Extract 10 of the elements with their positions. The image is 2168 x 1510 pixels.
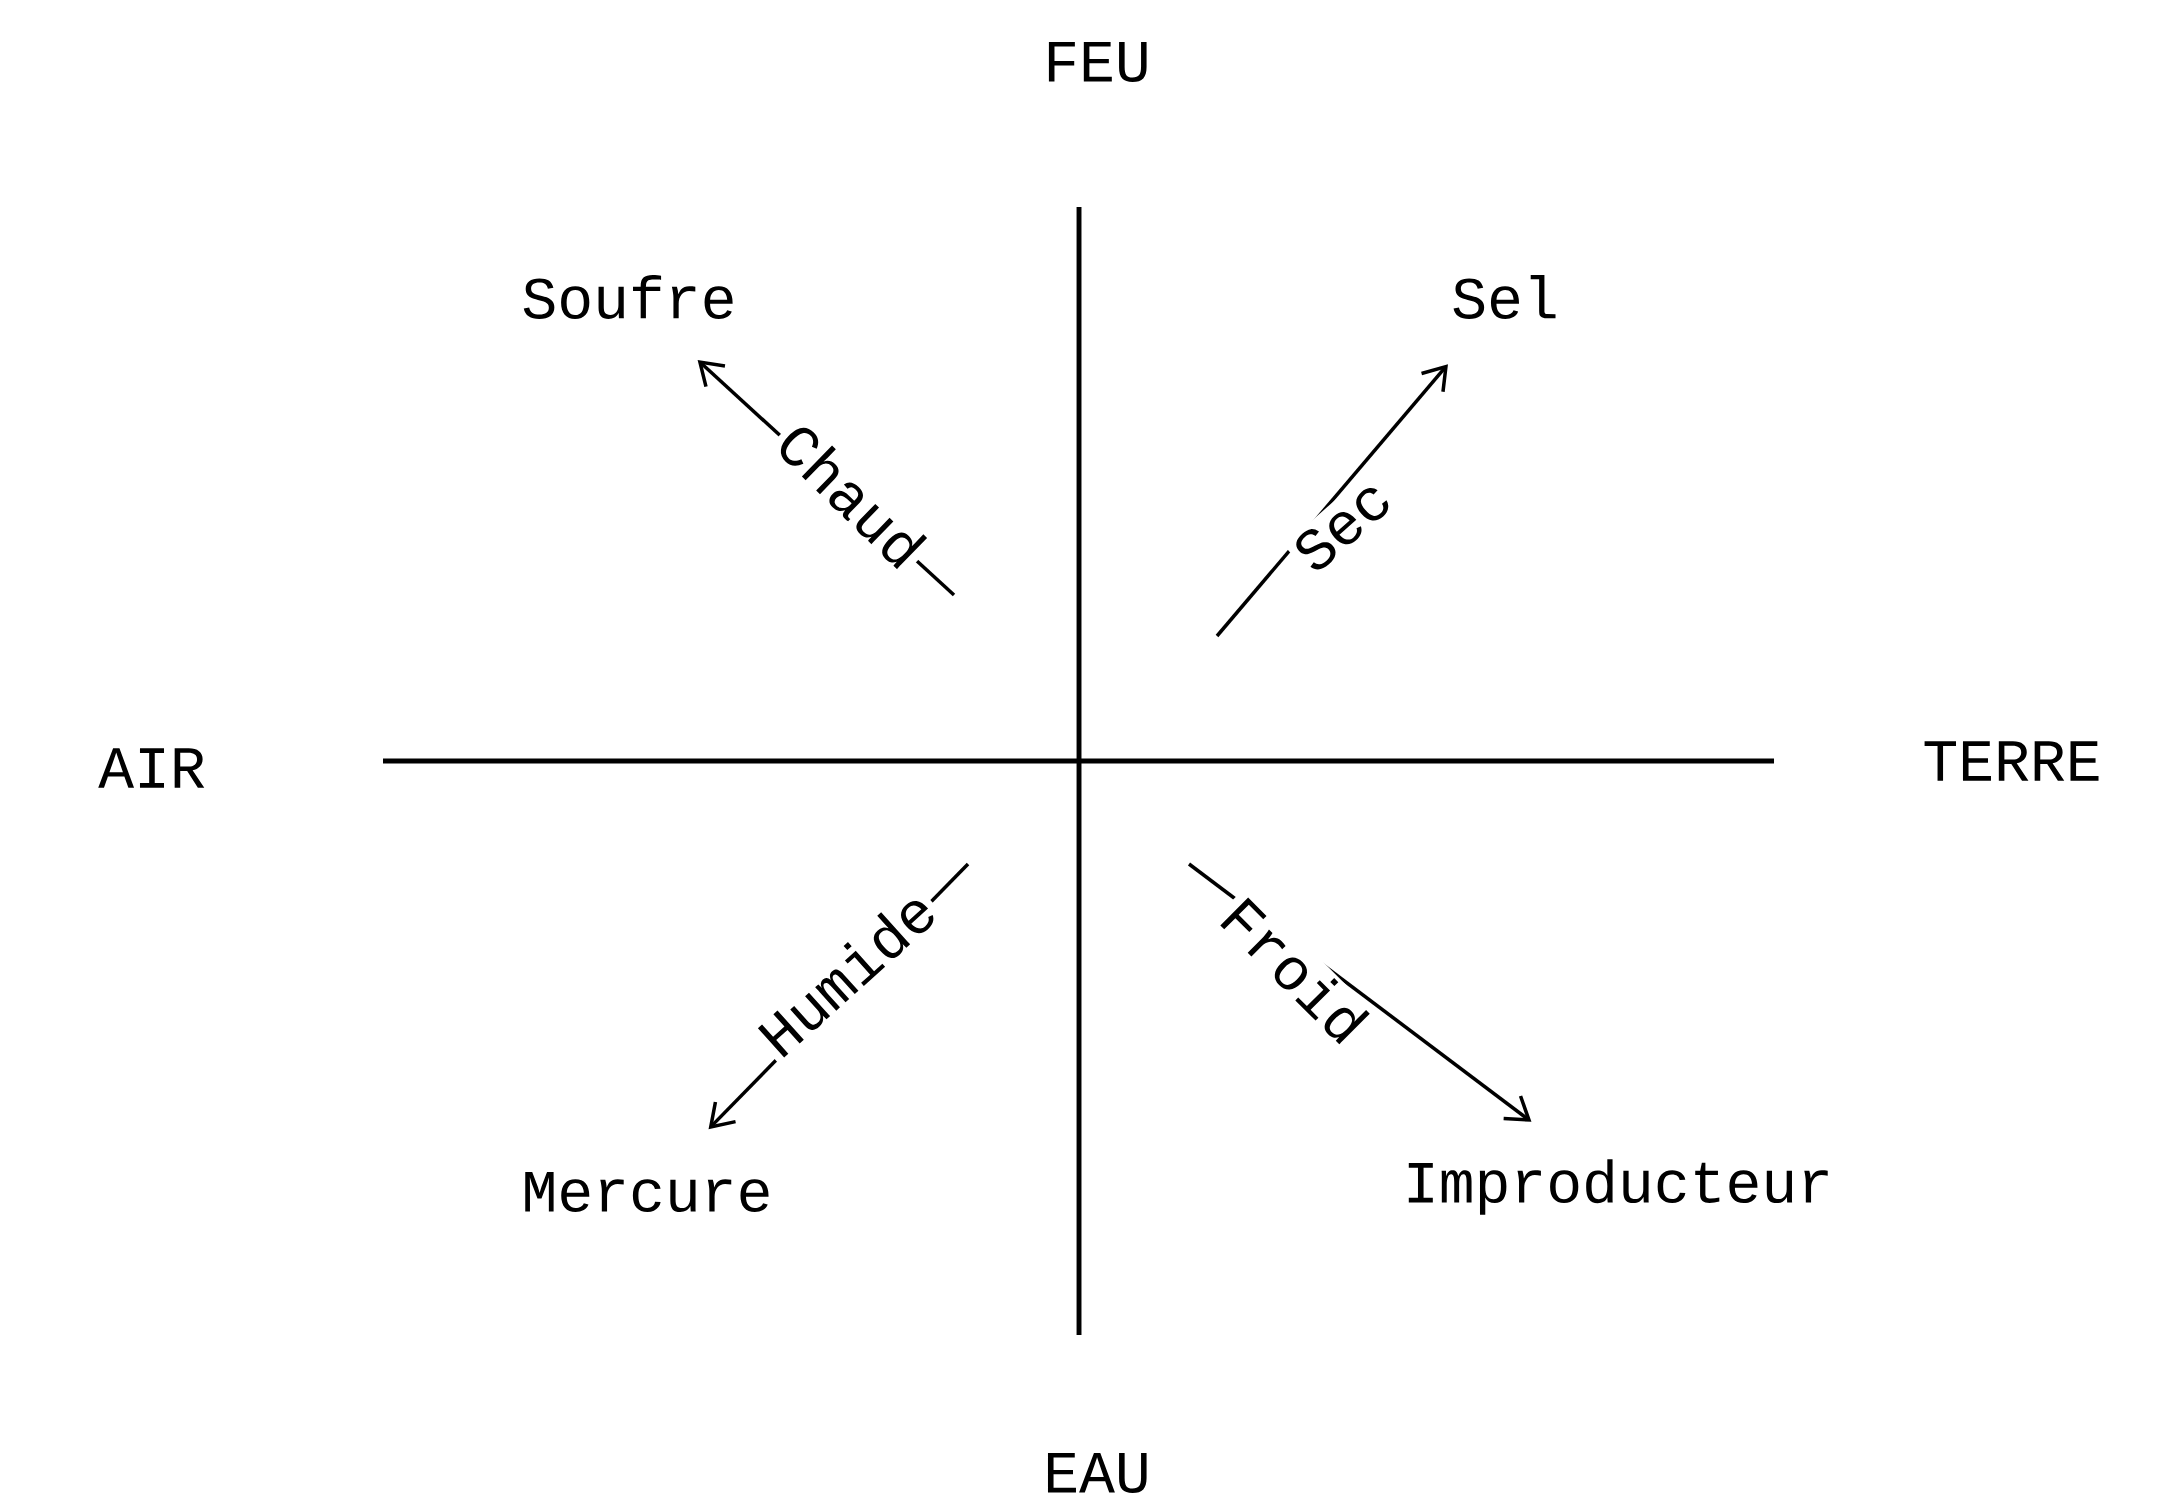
element-label: FEU — [1048, 42, 1147, 82]
principle-label: Sel — [1453, 275, 1556, 319]
principle-label: Improducteur — [1408, 1159, 1828, 1215]
principle-label: Mercure — [525, 1172, 769, 1212]
element-label: TERRE — [1924, 741, 2099, 781]
element-label: EAU — [1047, 1453, 1147, 1493]
arrow — [1215, 364, 1448, 638]
edge-label: Sec — [1283, 469, 1402, 582]
principle-label: Soufre — [523, 275, 733, 319]
element-label: AIR — [98, 748, 205, 788]
